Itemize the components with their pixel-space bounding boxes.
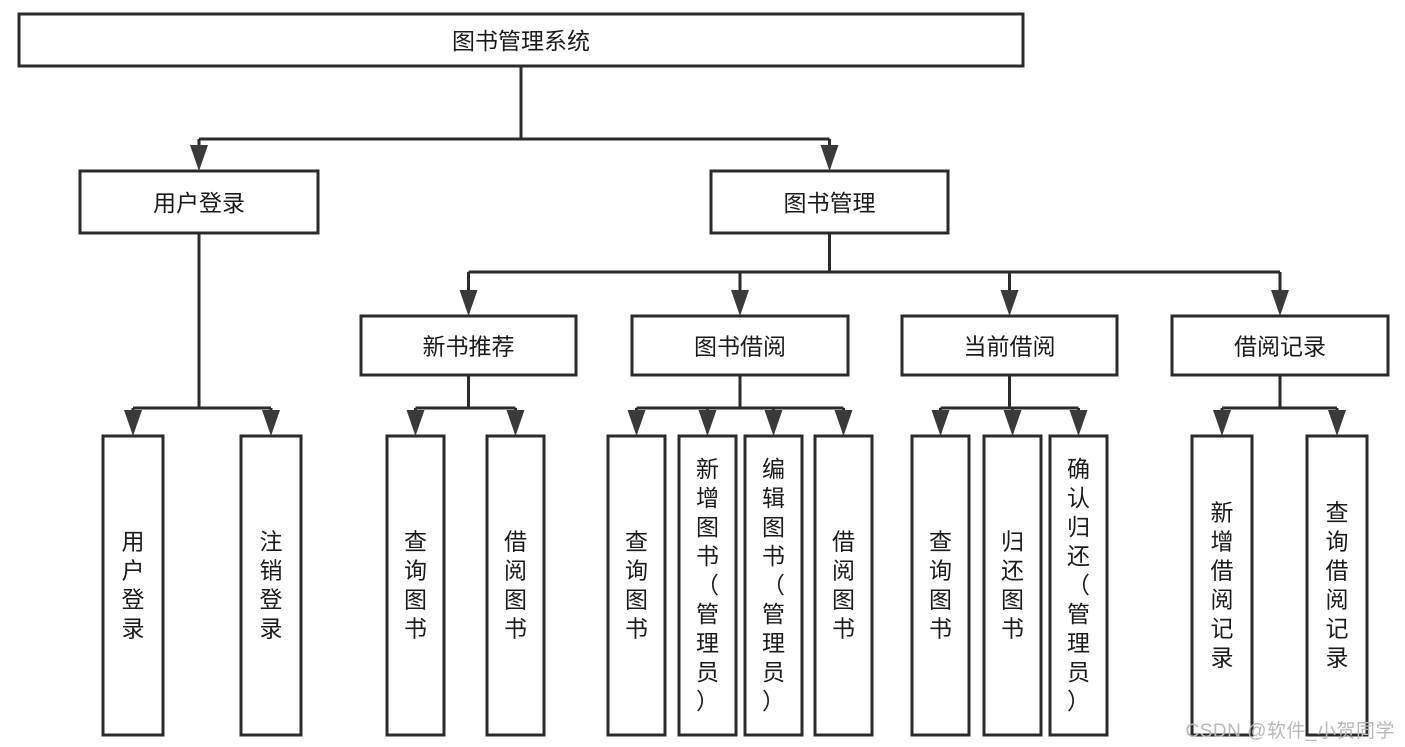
arrow-head-icon [506, 410, 525, 436]
nodes-layer: 图书管理系统用户登录图书管理新书推荐图书借阅当前借阅借阅记录用户登录注销登录查询… [17, 12, 1390, 737]
arrow-head-icon [1271, 290, 1289, 316]
node-root[interactable]: 图书管理系统 [17, 12, 1025, 68]
node-current-borrow[interactable]: 当前借阅 [900, 314, 1119, 377]
node-leaf-user-login[interactable]: 用户登录 [101, 434, 165, 737]
arrow-head-icon [1003, 410, 1022, 436]
node-leaf-return-book[interactable]: 归还图书 [982, 434, 1043, 737]
node-leaf-query-book-2[interactable]: 查询图书 [606, 434, 667, 737]
node-leaf-query-borrow-record-label: 查询借阅记录 [1326, 500, 1349, 671]
node-leaf-query-book-3-label: 查询图书 [929, 529, 952, 642]
node-current-borrow-label: 当前借阅 [964, 334, 1056, 360]
node-leaf-return-book-box[interactable] [982, 434, 1043, 737]
node-leaf-query-book-1-label: 查询图书 [404, 529, 427, 642]
node-new-book-rec[interactable]: 新书推荐 [359, 314, 578, 377]
node-leaf-edit-book-admin-box[interactable] [743, 434, 804, 737]
node-leaf-logout-login-label: 注销登录 [260, 529, 283, 642]
connectors-layer [124, 66, 1346, 436]
node-leaf-borrow-book-2-box[interactable] [813, 434, 874, 737]
node-leaf-user-login-label: 用户登录 [122, 529, 145, 642]
arrow-head-icon [1328, 410, 1346, 436]
node-book-manage[interactable]: 图书管理 [709, 169, 950, 235]
node-book-borrow-box[interactable] [630, 314, 850, 377]
node-book-borrow[interactable]: 图书借阅 [630, 314, 850, 377]
arrow-head-icon [820, 145, 839, 171]
node-leaf-query-book-1[interactable]: 查询图书 [385, 434, 446, 737]
node-root-box[interactable] [17, 12, 1025, 68]
node-leaf-add-borrow-record[interactable]: 新增借阅记录 [1190, 434, 1254, 737]
arrow-head-icon [406, 410, 425, 436]
node-leaf-add-borrow-record-box[interactable] [1190, 434, 1254, 737]
node-current-borrow-box[interactable] [900, 314, 1119, 377]
node-leaf-edit-book-admin[interactable]: 编辑图书（管理员） [743, 434, 804, 737]
arrow-head-icon [834, 410, 853, 436]
node-user-login-label: 用户登录 [153, 190, 245, 216]
node-leaf-return-book-label: 归还图书 [1001, 529, 1024, 642]
watermark-text: CSDN @软件_小贺同学 [1185, 721, 1395, 742]
arrow-head-icon [262, 410, 280, 436]
node-user-login-box[interactable] [78, 169, 320, 235]
arrow-head-icon [459, 290, 478, 316]
node-leaf-add-borrow-record-label: 新增借阅记录 [1211, 500, 1234, 671]
node-new-book-rec-box[interactable] [359, 314, 578, 377]
node-book-manage-label: 图书管理 [784, 190, 876, 216]
node-leaf-query-book-1-box[interactable] [385, 434, 446, 737]
node-leaf-query-borrow-record[interactable]: 查询借阅记录 [1305, 434, 1369, 737]
node-leaf-query-book-2-box[interactable] [606, 434, 667, 737]
node-leaf-edit-book-admin-label: 编辑图书（管理员） [762, 456, 785, 714]
arrow-head-icon [124, 410, 142, 436]
node-user-login[interactable]: 用户登录 [78, 169, 320, 235]
node-leaf-add-book-admin[interactable]: 新增图书（管理员） [677, 434, 738, 737]
node-leaf-borrow-book-1[interactable]: 借阅图书 [485, 434, 546, 737]
node-leaf-query-borrow-record-box[interactable] [1305, 434, 1369, 737]
arrow-head-icon [627, 410, 646, 436]
node-leaf-logout-login-box[interactable] [239, 434, 303, 737]
node-leaf-borrow-book-2[interactable]: 借阅图书 [813, 434, 874, 737]
node-borrow-record[interactable]: 借阅记录 [1170, 314, 1390, 377]
node-leaf-query-book-3[interactable]: 查询图书 [910, 434, 971, 737]
node-leaf-query-book-3-box[interactable] [910, 434, 971, 737]
node-borrow-record-label: 借阅记录 [1234, 334, 1326, 360]
node-leaf-add-book-admin-box[interactable] [677, 434, 738, 737]
node-leaf-confirm-return-admin-label: 确认归还（管理员） [1067, 456, 1090, 714]
node-leaf-add-book-admin-label: 新增图书（管理员） [696, 456, 719, 714]
arrow-head-icon [190, 145, 208, 171]
node-root-label: 图书管理系统 [452, 28, 590, 54]
node-borrow-record-box[interactable] [1170, 314, 1390, 377]
node-book-manage-box[interactable] [709, 169, 950, 235]
node-leaf-borrow-book-2-label: 借阅图书 [832, 529, 855, 642]
node-book-borrow-label: 图书借阅 [694, 334, 786, 360]
node-leaf-confirm-return-admin[interactable]: 确认归还（管理员） [1048, 434, 1109, 737]
arrow-head-icon [1069, 410, 1088, 436]
arrow-head-icon [698, 410, 717, 436]
arrow-head-icon [1213, 410, 1231, 436]
arrow-head-icon [1000, 290, 1019, 316]
arrow-head-icon [931, 410, 950, 436]
arrow-head-icon [764, 410, 783, 436]
node-leaf-user-login-box[interactable] [101, 434, 165, 737]
node-leaf-confirm-return-admin-box[interactable] [1048, 434, 1109, 737]
node-leaf-borrow-book-1-label: 借阅图书 [504, 529, 527, 642]
node-leaf-borrow-book-1-box[interactable] [485, 434, 546, 737]
node-new-book-rec-label: 新书推荐 [423, 334, 515, 360]
node-leaf-logout-login[interactable]: 注销登录 [239, 434, 303, 737]
arrow-head-icon [731, 290, 749, 316]
node-leaf-query-book-2-label: 查询图书 [625, 529, 648, 642]
